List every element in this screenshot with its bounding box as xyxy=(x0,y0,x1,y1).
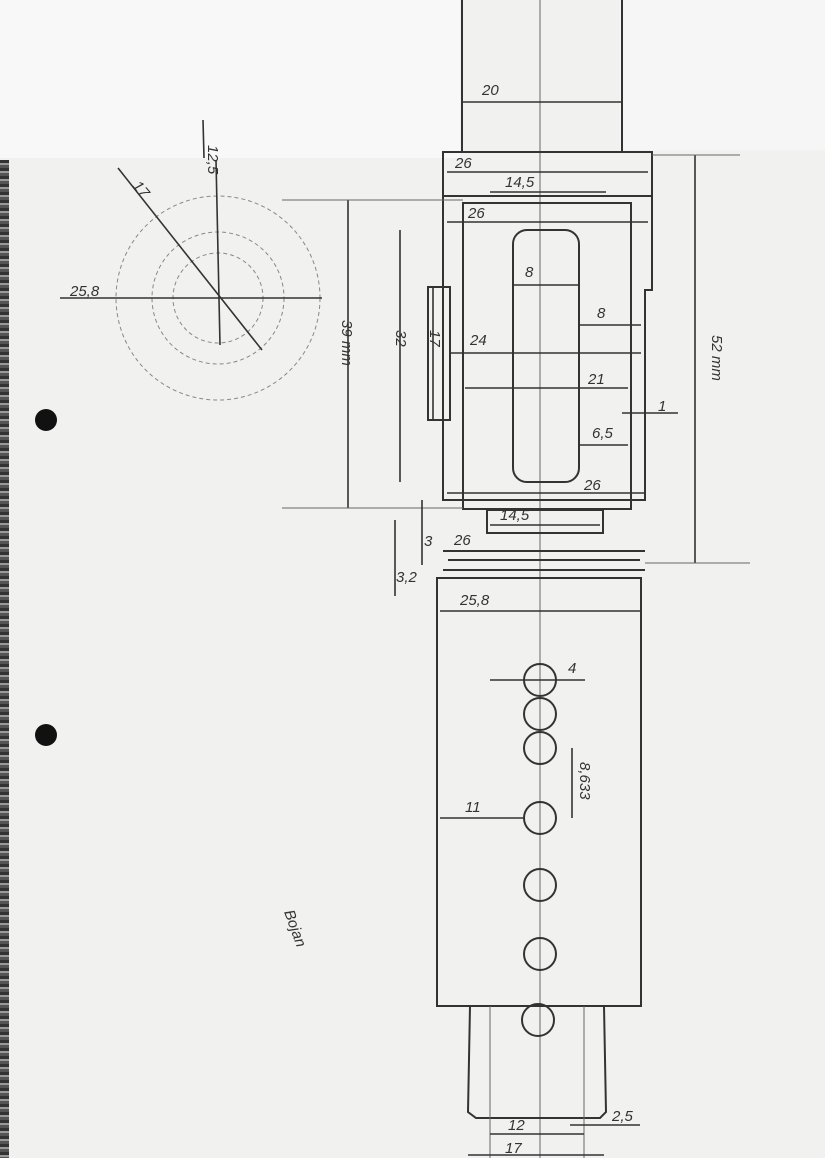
dim-height-32: 32 xyxy=(392,330,409,347)
dim-width-6-5: 6,5 xyxy=(592,425,614,442)
dim-step-1: 1 xyxy=(658,398,666,415)
dim-width-bottom: 26 xyxy=(583,477,601,494)
upper-body: 26 14,5 26 8 8 24 21 1 6,5 26 17 32 39 m… xyxy=(282,151,750,564)
dim-shaft-width: 20 xyxy=(481,82,499,99)
dim-groove-3-2: 3,2 xyxy=(396,569,418,586)
dim-width-top: 26 xyxy=(454,155,472,172)
end-view: 25,8 17 12,5 xyxy=(60,119,322,401)
dim-lower-width: 25,8 xyxy=(459,592,490,609)
dim-slot-width: 8 xyxy=(525,264,534,281)
dim-height-17: 17 xyxy=(426,330,443,347)
dim-height-39: 39 mm xyxy=(338,320,355,366)
groove: 14,5 3 3,2 26 xyxy=(394,500,645,596)
dim-width-2: 26 xyxy=(467,205,485,222)
dim-end-top: 12,5 xyxy=(204,145,221,175)
dim-neck: 14,5 xyxy=(505,174,535,191)
punch-hole xyxy=(35,409,57,431)
dim-hole-dia: 4 xyxy=(568,660,576,677)
dim-tenon-width: 17 xyxy=(505,1140,522,1157)
scanner-edge xyxy=(0,160,9,1158)
dim-total-52: 52 mm xyxy=(708,335,725,381)
dim-width-24: 24 xyxy=(469,332,487,349)
dim-end-diag: 17 xyxy=(129,178,153,202)
dim-slot-offset: 8 xyxy=(597,305,606,322)
dim-tenon-inner: 12 xyxy=(508,1117,525,1134)
holes xyxy=(521,663,557,1037)
punch-hole xyxy=(35,724,57,746)
dim-groove-width: 26 xyxy=(453,532,471,549)
dim-groove-3: 3 xyxy=(424,533,433,550)
dim-hole-offset: 11 xyxy=(465,799,481,816)
paper-overlay xyxy=(0,0,460,158)
dim-hole-pitch: 8,633 xyxy=(576,762,593,800)
paper-overlay xyxy=(620,0,825,150)
bottom-tenon: 12 2,5 17 xyxy=(466,1005,640,1158)
dim-groove-neck: 14,5 xyxy=(500,507,530,524)
signature: Bojan xyxy=(280,908,309,950)
dim-tenon-chamfer: 2,5 xyxy=(611,1108,634,1125)
lower-body: 25,8 4 8,633 11 xyxy=(436,577,642,1037)
dim-end-diameter: 25,8 xyxy=(69,283,100,300)
dim-width-21: 21 xyxy=(587,371,605,388)
